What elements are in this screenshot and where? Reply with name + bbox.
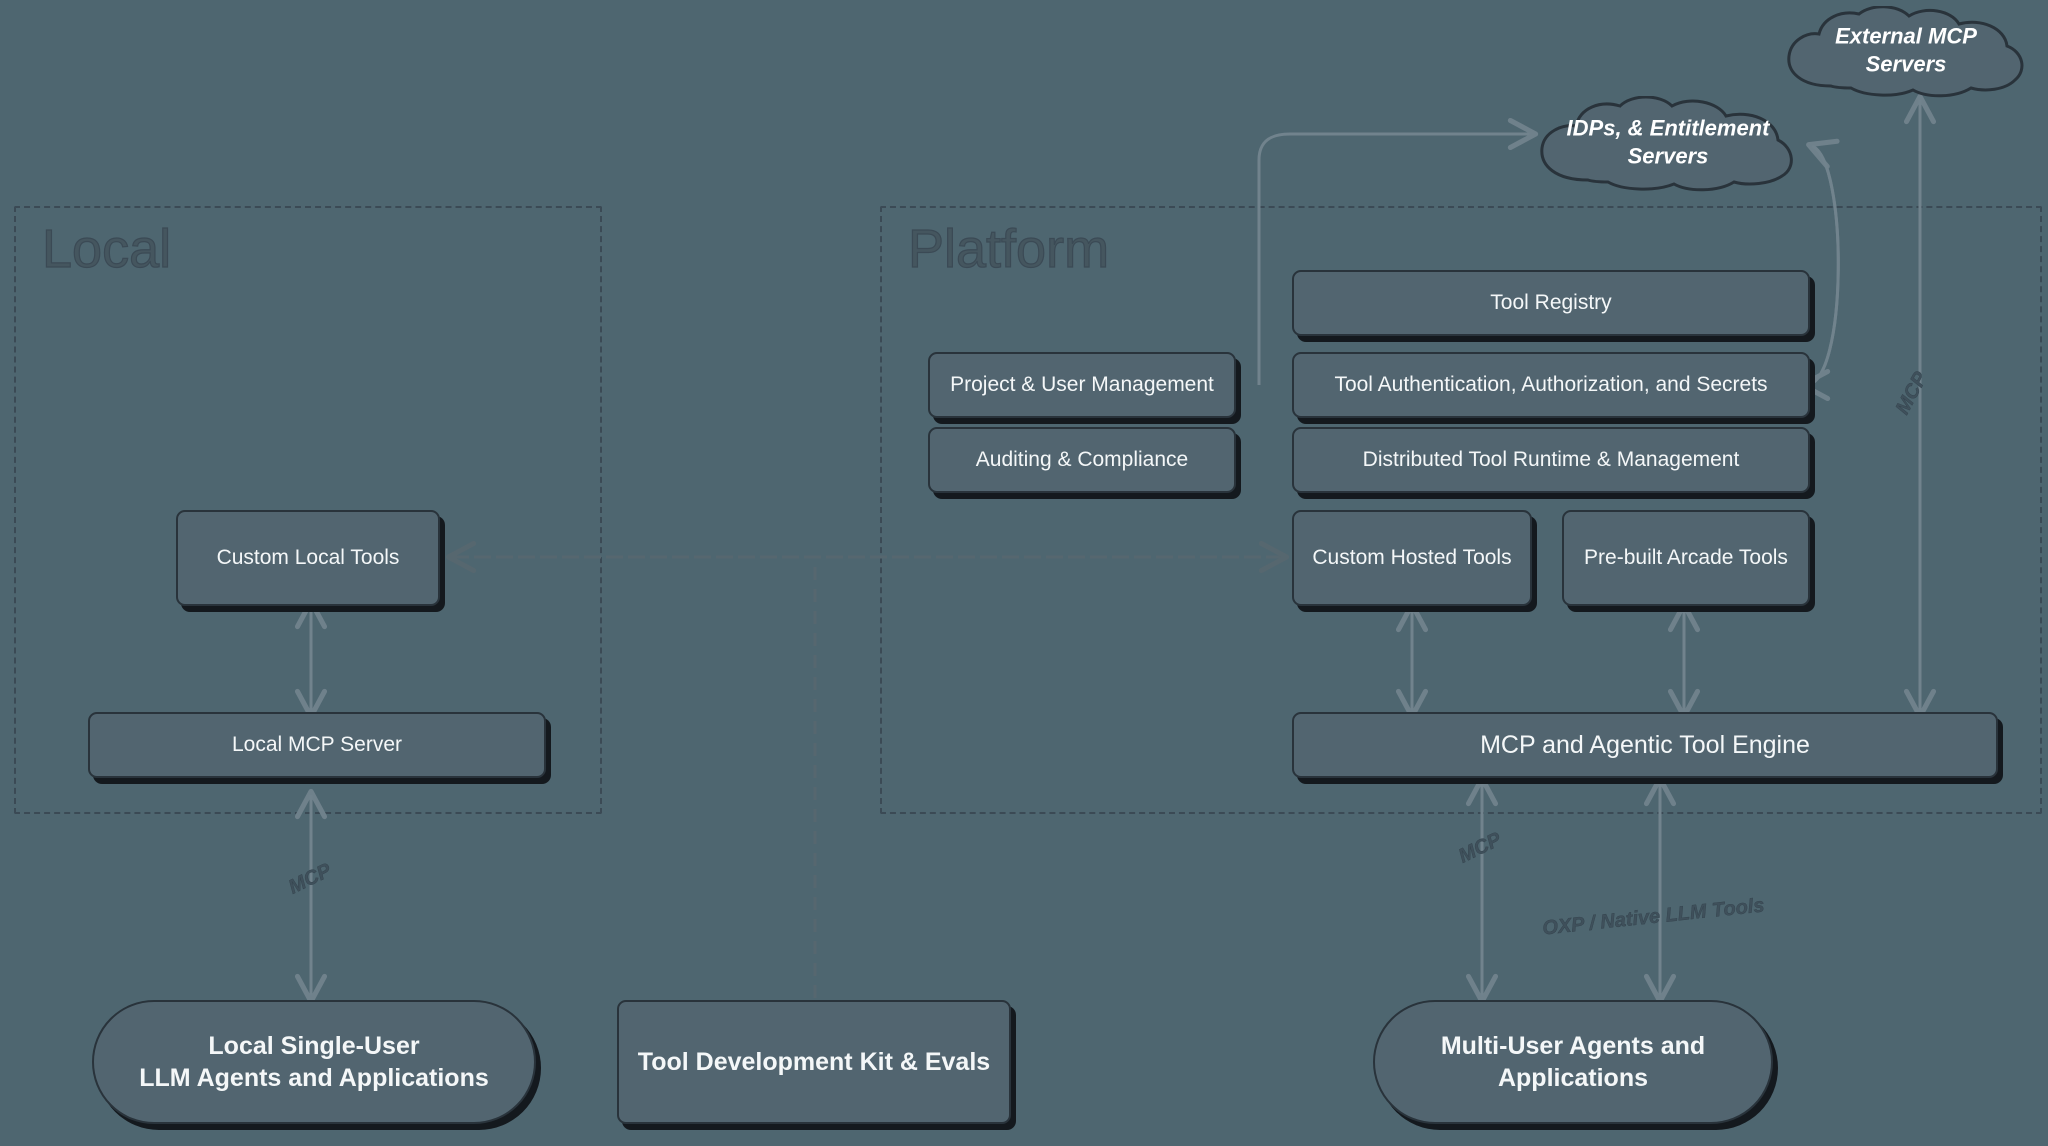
node-tool-auth-label: Tool Authentication, Authorization, and … <box>1334 373 1768 397</box>
group-platform-title: Platform <box>907 218 1110 279</box>
node-local-single-user-agents-label: Local Single-User LLM Agents and Applica… <box>139 1030 489 1095</box>
node-local-mcp-server-label: Local MCP Server <box>231 733 402 757</box>
node-mcp-agentic-tool-engine[interactable]: MCP and Agentic Tool Engine <box>1292 712 1998 778</box>
node-distributed-tool-runtime[interactable]: Distributed Tool Runtime & Management <box>1292 427 1810 493</box>
node-local-single-user-agents-line2: LLM Agents and Applications <box>139 1064 489 1092</box>
node-auditing-compliance[interactable]: Auditing & Compliance <box>928 427 1236 493</box>
group-platform <box>880 206 2042 814</box>
node-local-single-user-agents[interactable]: Local Single-User LLM Agents and Applica… <box>92 1000 536 1124</box>
node-local-mcp-server[interactable]: Local MCP Server <box>88 712 546 778</box>
node-tool-registry[interactable]: Tool Registry <box>1292 270 1810 336</box>
node-multi-user-agents-line2: Applications <box>1497 1064 1648 1092</box>
group-local-title: Local <box>41 218 172 279</box>
node-multi-user-agents-label: Multi-User Agents and Applications <box>1441 1030 1705 1095</box>
node-tool-registry-label: Tool Registry <box>1490 291 1612 315</box>
node-auditing-compliance-label: Auditing & Compliance <box>975 448 1189 472</box>
node-tool-development-kit-label: Tool Development Kit & Evals <box>637 1047 991 1076</box>
node-project-user-management[interactable]: Project & User Management <box>928 352 1236 418</box>
cloud-idps-shape <box>1540 95 1793 192</box>
node-pre-built-arcade-tools-label: Pre-built Arcade Tools <box>1584 546 1788 570</box>
cloud-external-mcp-shape <box>1787 5 2024 98</box>
node-tool-development-kit[interactable]: Tool Development Kit & Evals <box>617 1000 1011 1124</box>
node-custom-hosted-tools-label: Custom Hosted Tools <box>1312 546 1512 570</box>
cloud-idps-entitlement-servers: IDPs, & Entitlement Servers <box>1528 95 1808 196</box>
node-mcp-agentic-tool-engine-label: MCP and Agentic Tool Engine <box>1480 730 1810 759</box>
node-distributed-tool-runtime-label: Distributed Tool Runtime & Management <box>1362 448 1740 472</box>
cloud-external-mcp-servers: External MCP Servers <box>1775 5 2037 102</box>
node-multi-user-agents[interactable]: Multi-User Agents and Applications <box>1373 1000 1773 1124</box>
node-tool-auth[interactable]: Tool Authentication, Authorization, and … <box>1292 352 1810 418</box>
node-multi-user-agents-line1: Multi-User Agents and <box>1440 1031 1706 1060</box>
node-local-single-user-agents-line1: Local Single-User <box>208 1031 420 1060</box>
node-custom-local-tools[interactable]: Custom Local Tools <box>176 510 440 606</box>
node-custom-hosted-tools[interactable]: Custom Hosted Tools <box>1292 510 1532 606</box>
node-pre-built-arcade-tools[interactable]: Pre-built Arcade Tools <box>1562 510 1810 606</box>
node-custom-local-tools-label: Custom Local Tools <box>216 546 400 570</box>
node-project-user-management-label: Project & User Management <box>950 373 1214 397</box>
